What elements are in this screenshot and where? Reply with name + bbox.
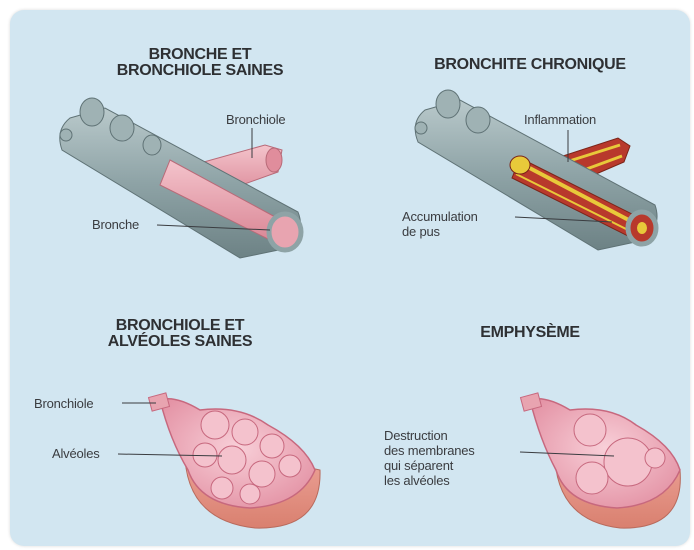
- panel-title-emphysema: EMPHYSÈME: [450, 325, 610, 341]
- label-line: les alvéoles: [384, 473, 475, 488]
- label-line: de pus: [402, 224, 478, 239]
- title-line: BRONCHIOLE SAINES: [100, 63, 300, 79]
- label-line: Destruction: [384, 428, 475, 443]
- label-line: qui séparent: [384, 458, 475, 473]
- emphysema-illustration: [520, 393, 680, 528]
- healthy-alveoli-illustration: [148, 393, 320, 528]
- label-line: des membranes: [384, 443, 475, 458]
- label-bronchiole-alveoli: Bronchiole: [34, 396, 93, 411]
- label-bronchiole: Bronchiole: [226, 112, 285, 127]
- label-pus-accumulation: Accumulation de pus: [402, 209, 478, 239]
- panel-title-healthy-bronchi: BRONCHE ET BRONCHIOLE SAINES: [100, 47, 300, 79]
- panel-title-healthy-alveoli: BRONCHIOLE ET ALVÉOLES SAINES: [80, 318, 280, 350]
- title-line: ALVÉOLES SAINES: [80, 334, 280, 350]
- label-alveoles: Alvéoles: [52, 446, 100, 461]
- panel-title-chronic-bronchitis: BRONCHITE CHRONIQUE: [405, 57, 655, 73]
- label-line: Accumulation: [402, 209, 478, 224]
- label-inflammation: Inflammation: [524, 112, 596, 127]
- label-membrane-destruction: Destruction des membranes qui séparent l…: [384, 428, 475, 488]
- title-line: BRONCHE ET: [100, 47, 300, 63]
- label-bronche: Bronche: [92, 217, 139, 232]
- title-line: BRONCHIOLE ET: [80, 318, 280, 334]
